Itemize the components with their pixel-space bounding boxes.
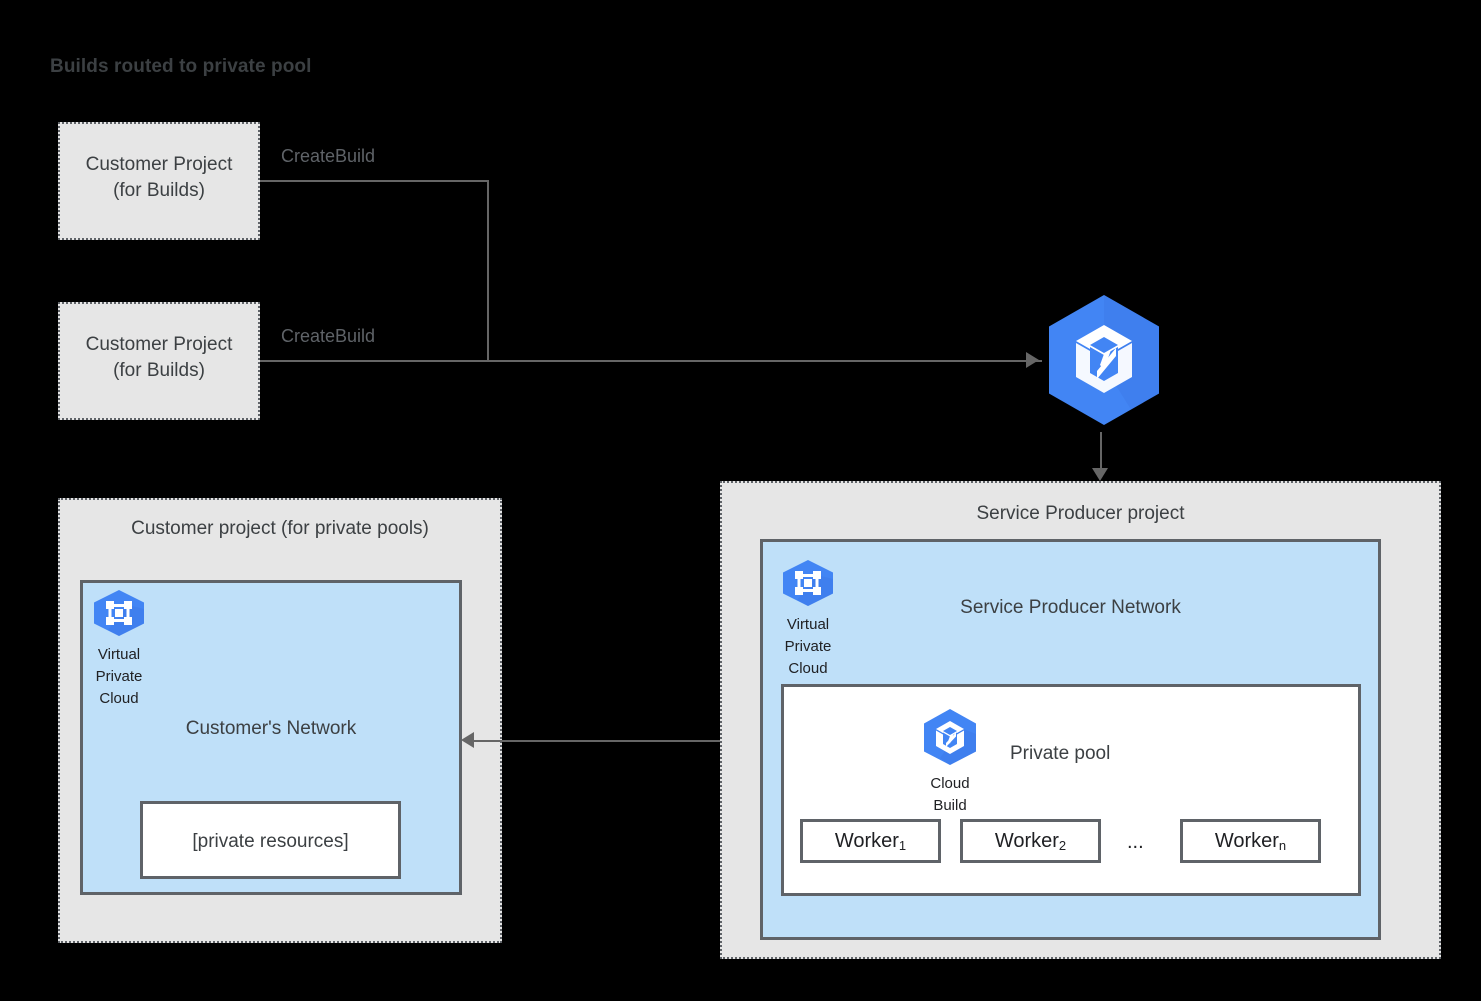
service-producer-project-heading: Service Producer project [976,503,1185,524]
worker-label-n: Worker [1214,829,1279,852]
producer-vpc-icon-caption: Virtual Private Cloud [784,616,832,677]
worker-subscript-2: 2 [1058,837,1067,853]
arrow-to-service-producer-icon [1092,468,1108,481]
private-pool-cloud-build-caption: Cloud Build [930,775,970,814]
worker-subscript-1: 1 [898,837,907,853]
connector-cloud-build-to-producer [1100,432,1102,474]
cloud-build-icon [924,709,976,765]
page-title: Builds routed to private pool [50,56,312,77]
connector-line-bottom-horizontal [260,360,1042,362]
virtual-private-cloud-icon [783,560,833,606]
worker-label-1: Worker [834,829,899,852]
customer-private-pool-project-heading: Customer project (for private pools) [131,518,429,539]
private-pool-label: Private pool [1010,743,1111,764]
customer-vpc-icon-group: Virtual Private Cloud [92,589,146,710]
connector-line-top-horizontal [260,180,489,182]
customer-build-project-box-1[interactable]: Customer Project (for Builds) [58,122,260,240]
connector-line-vertical [487,180,489,360]
cloud-build-service-icon-group [1045,293,1163,432]
customer-vpc-icon-caption: Virtual Private Cloud [95,646,143,707]
network-peering-line [474,740,754,742]
workers-ellipsis: ... [1127,831,1144,853]
worker-subscript-n: n [1278,837,1287,853]
customers-network-label: Customer's Network [185,718,357,739]
private-pool-cloud-build-icon-group: Cloud Build [921,708,979,817]
create-build-label-2: CreateBuild [281,326,376,346]
virtual-private-cloud-icon [94,590,144,636]
service-producer-network-label: Service Producer Network [960,597,1181,618]
arrow-left-icon [461,732,474,748]
producer-vpc-icon-group: Virtual Private Cloud [781,559,835,680]
private-pool-box[interactable] [781,684,1361,896]
private-resources-label: [private resources] [192,831,349,852]
customer-build-project-label-2: Customer Project (for Builds) [85,334,233,381]
private-resources-box[interactable]: [private resources] [140,801,401,879]
create-build-label-1: CreateBuild [281,146,376,166]
customer-build-project-label-1: Customer Project (for Builds) [85,154,233,201]
customer-build-project-box-2[interactable]: Customer Project (for Builds) [58,302,260,420]
cloud-build-icon [1049,295,1159,425]
worker-label-2: Worker [994,829,1059,852]
arrow-to-cloud-build-icon [1026,352,1039,368]
